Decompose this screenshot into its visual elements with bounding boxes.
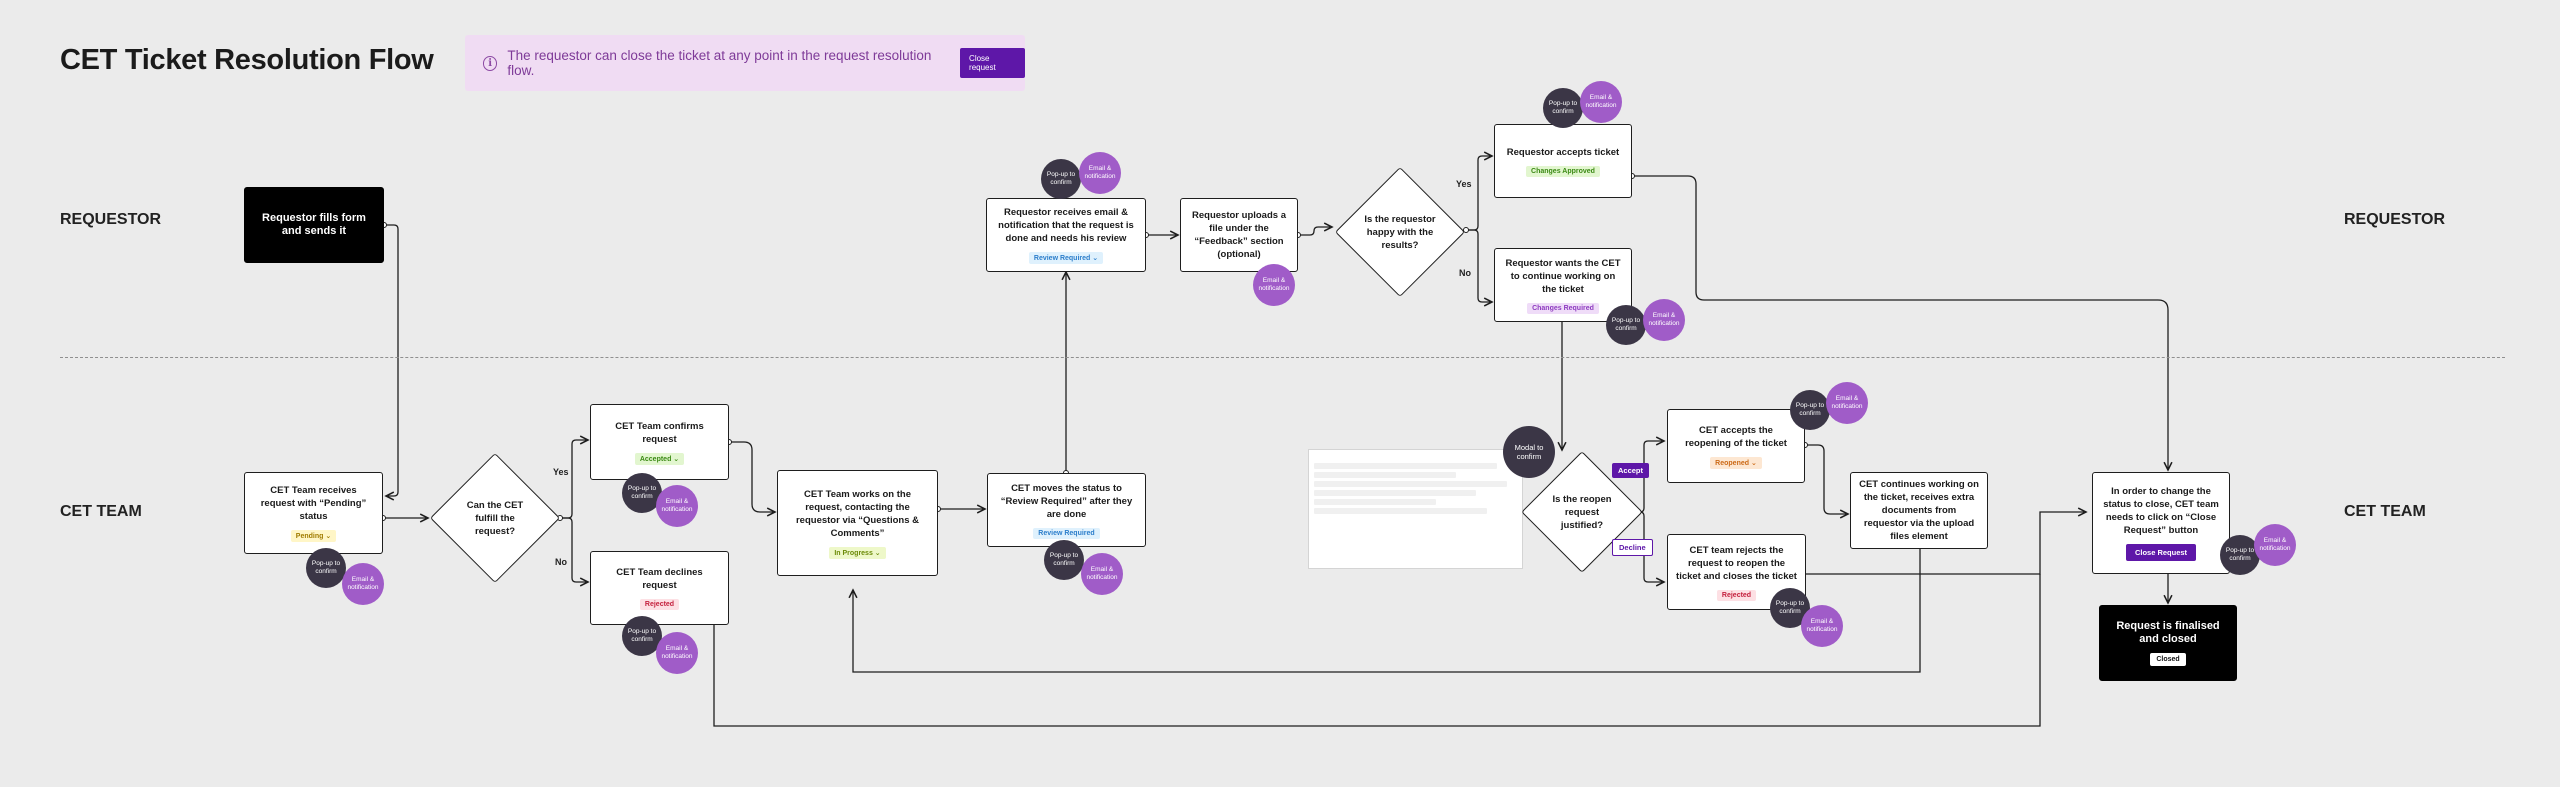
lane-separator bbox=[60, 357, 2505, 358]
node-receives-email: Requestor receives email & notification … bbox=[986, 198, 1146, 272]
popup-confirm-bubble: Pop-up to confirm bbox=[1790, 390, 1830, 430]
page-title: CET Ticket Resolution Flow bbox=[60, 44, 434, 76]
node-wants-continue: Requestor wants the CET to continue work… bbox=[1494, 248, 1632, 322]
edge-label-no: No bbox=[1459, 268, 1471, 278]
close-request-button[interactable]: Close request bbox=[960, 48, 1026, 78]
modal-confirm-bubble: Modal to confirm bbox=[1503, 426, 1555, 478]
email-notification-bubble: Email & notification bbox=[1081, 553, 1123, 595]
status-badge[interactable]: Accepted ⌄ bbox=[634, 452, 685, 465]
status-badge: Review Required bbox=[1033, 527, 1100, 539]
email-notification-bubble: Email & notification bbox=[2254, 524, 2296, 566]
lane-label-cet: CET TEAM bbox=[60, 503, 142, 520]
status-badge[interactable]: In Progress ⌄ bbox=[829, 546, 886, 559]
node-accepts-ticket: Requestor accepts ticket Changes Approve… bbox=[1494, 124, 1632, 198]
popup-confirm-bubble: Pop-up to confirm bbox=[1543, 88, 1583, 128]
email-notification-bubble: Email & notification bbox=[1643, 299, 1685, 341]
status-badge: Closed bbox=[2150, 653, 2186, 666]
lane-label-requestor: REQUESTOR bbox=[60, 211, 162, 228]
decision-is-happy: Is the requestor happy with the results? bbox=[1334, 166, 1466, 298]
banner-message: The requestor can close the ticket at an… bbox=[507, 48, 932, 78]
popup-confirm-bubble: Pop-up to confirm bbox=[1041, 159, 1081, 199]
email-notification-bubble: Email & notification bbox=[1826, 382, 1868, 424]
email-notification-bubble: Email & notification bbox=[1079, 152, 1121, 194]
status-badge[interactable]: Pending ⌄ bbox=[290, 530, 337, 542]
node-finalised: Request is finalised and closed Closed bbox=[2099, 605, 2237, 681]
modal-preview-image bbox=[1308, 449, 1523, 569]
email-notification-bubble: Email & notification bbox=[1801, 605, 1843, 647]
lane-label-cet-right: CET TEAM bbox=[2344, 503, 2426, 520]
popup-confirm-bubble: Pop-up to confirm bbox=[2220, 535, 2260, 575]
node-fills-form: Requestor fills form and sends it bbox=[244, 187, 384, 263]
status-badge: Rejected bbox=[639, 599, 680, 610]
edge-label-no: No bbox=[555, 557, 567, 567]
close-request-button-2[interactable]: Close Request bbox=[2125, 544, 2197, 561]
node-uploads-file: Requestor uploads a file under the “Feed… bbox=[1180, 198, 1298, 272]
email-notification-bubble: Email & notification bbox=[656, 485, 698, 527]
edge-label-yes: Yes bbox=[1456, 179, 1472, 189]
node-declines: CET Team declines request Rejected bbox=[590, 551, 729, 625]
status-badge: Rejected bbox=[1716, 589, 1757, 601]
email-notification-bubble: Email & notification bbox=[342, 563, 384, 605]
status-badge: Changes Required bbox=[1527, 302, 1599, 314]
popup-confirm-bubble: Pop-up to confirm bbox=[622, 473, 662, 513]
accept-button[interactable]: Accept bbox=[1612, 463, 1650, 478]
node-receives-request: CET Team receives request with “Pending”… bbox=[244, 472, 383, 554]
lane-label-requestor-right: REQUESTOR bbox=[2344, 211, 2446, 228]
email-notification-bubble: Email & notification bbox=[656, 632, 698, 674]
info-icon: i bbox=[483, 55, 498, 71]
popup-confirm-bubble: Pop-up to confirm bbox=[622, 616, 662, 656]
node-works-on: CET Team works on the request, contactin… bbox=[777, 470, 938, 576]
node-continues-working: CET continues working on the ticket, rec… bbox=[1850, 472, 1988, 549]
email-notification-bubble: Email & notification bbox=[1580, 81, 1622, 123]
decline-button[interactable]: Decline bbox=[1612, 539, 1653, 556]
popup-confirm-bubble: Pop-up to confirm bbox=[306, 548, 346, 588]
edge-label-yes: Yes bbox=[553, 467, 569, 477]
info-banner: i The requestor can close the ticket at … bbox=[465, 35, 1026, 91]
email-notification-bubble: Email & notification bbox=[1253, 264, 1295, 306]
node-confirms: CET Team confirms request Accepted ⌄ bbox=[590, 404, 729, 480]
status-badge: Changes Approved bbox=[1526, 165, 1600, 177]
decision-reopen-justified: Is the reopen request justified? bbox=[1521, 450, 1643, 574]
popup-confirm-bubble: Pop-up to confirm bbox=[1606, 305, 1646, 345]
node-rejects-reopen: CET team rejects the request to reopen t… bbox=[1667, 534, 1806, 610]
popup-confirm-bubble: Pop-up to confirm bbox=[1044, 540, 1084, 580]
decision-can-fulfill: Can the CET fulfill the request? bbox=[429, 452, 561, 584]
node-moves-status: CET moves the status to “Review Required… bbox=[987, 473, 1146, 547]
node-close-request-note: In order to change the status to close, … bbox=[2092, 472, 2230, 574]
status-badge[interactable]: Reopened ⌄ bbox=[1710, 456, 1762, 469]
node-accepts-reopen: CET accepts the reopening of the ticket … bbox=[1667, 409, 1805, 483]
status-badge[interactable]: Review Required ⌄ bbox=[1028, 252, 1104, 264]
